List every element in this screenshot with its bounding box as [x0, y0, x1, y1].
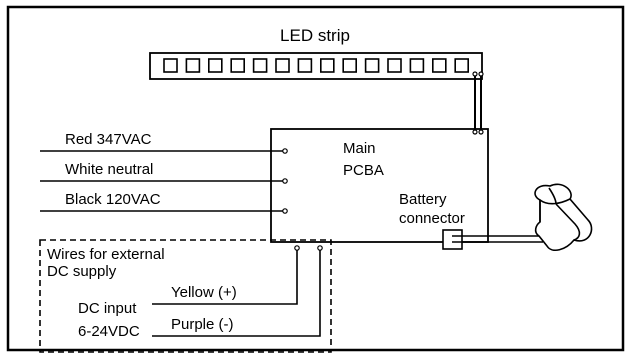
- led-segment: [275, 58, 290, 73]
- led-segment: [431, 58, 447, 73]
- led-segment: [185, 58, 201, 73]
- battery-connector-label-line1: Battery: [399, 191, 447, 208]
- led-segment: [409, 58, 425, 73]
- led-segments: [163, 58, 470, 73]
- black-wire-terminal: [282, 208, 288, 214]
- led-segment: [297, 58, 313, 73]
- battery-pack-icon: [534, 183, 593, 252]
- led-wire-terminal-top-right: [478, 71, 484, 77]
- led-segment: [208, 58, 223, 73]
- led-segment: [342, 58, 358, 73]
- yellow-wire-label: Yellow (+): [171, 284, 237, 301]
- white-wire-terminal: [282, 178, 288, 184]
- led-segment: [387, 58, 402, 73]
- battery-connector: [442, 229, 463, 250]
- outer-frame: [6, 5, 625, 352]
- led-strip-label: LED strip: [280, 26, 350, 45]
- led-segment: [163, 58, 178, 73]
- led-wire-terminal-top-left: [472, 71, 478, 77]
- led-strip: [149, 52, 483, 80]
- led-segment: [230, 58, 245, 73]
- led-segment: [454, 58, 470, 73]
- led-wire-terminal-bottom-right: [478, 129, 484, 135]
- yellow-wire: [152, 250, 298, 305]
- external-dc-box: [39, 239, 332, 353]
- led-segment: [364, 58, 380, 73]
- pcba-label-line1: Main: [343, 140, 376, 157]
- battery-connector-label-line2: connector: [399, 210, 465, 227]
- dc-input-label-line1: DC input: [78, 300, 137, 317]
- black-wire-label: Black 120VAC: [65, 191, 161, 208]
- pcba-label-line2: PCBA: [343, 162, 384, 179]
- purple-wire-terminal: [317, 245, 323, 251]
- dc-input-label-line2: 6-24VDC: [78, 323, 140, 340]
- external-dc-title-line2: DC supply: [47, 263, 117, 280]
- main-pcba-box: [270, 128, 489, 243]
- led-segment: [252, 58, 268, 73]
- purple-wire-label: Purple (-): [171, 316, 234, 333]
- led-wire-terminal-bottom-left: [472, 129, 478, 135]
- external-dc-title-line1: Wires for external: [47, 246, 165, 263]
- yellow-wire-terminal: [294, 245, 300, 251]
- white-wire-label: White neutral: [65, 161, 153, 178]
- led-segment: [319, 58, 335, 73]
- red-wire-label: Red 347VAC: [65, 131, 152, 148]
- red-wire-terminal: [282, 148, 288, 154]
- purple-wire: [152, 250, 321, 337]
